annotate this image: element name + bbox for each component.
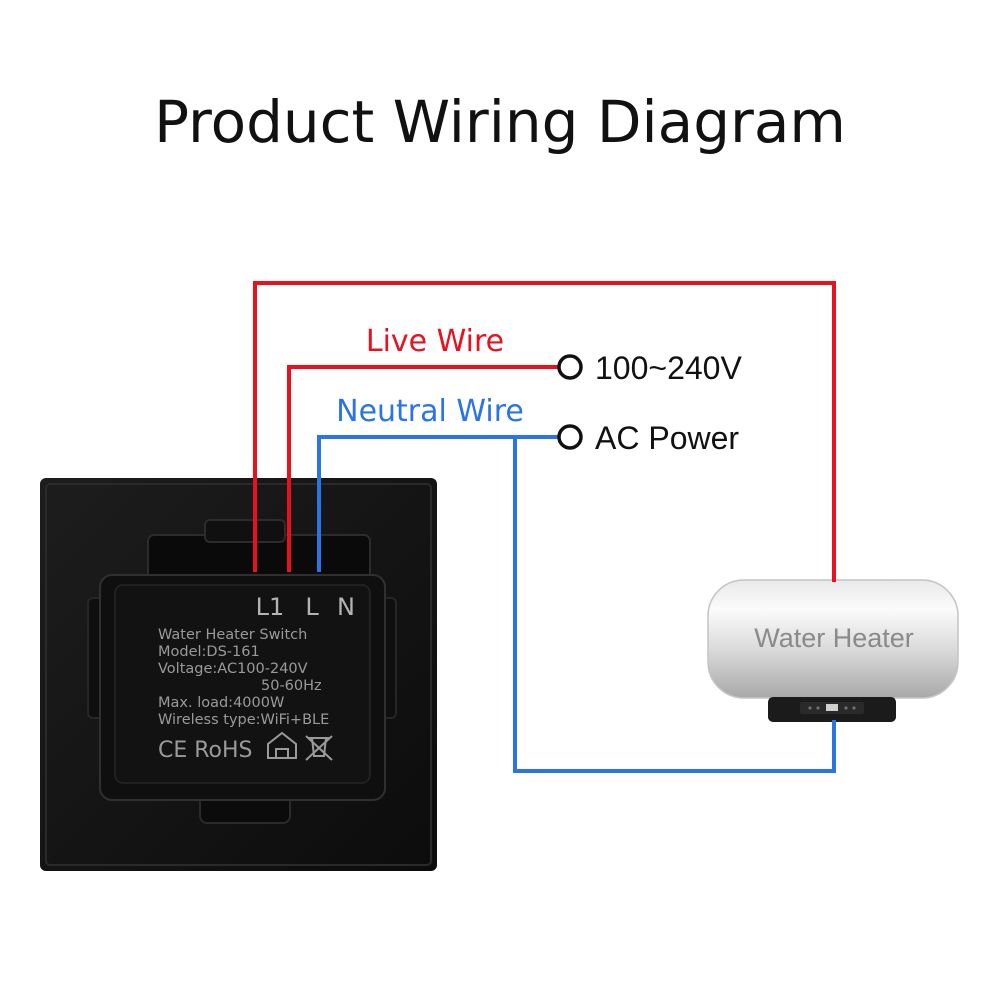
spec-frequency: 50-60Hz [261, 678, 322, 694]
live-wire-loop [253, 281, 836, 582]
neutral-wire [317, 435, 836, 773]
spec-voltage: Voltage:AC100-240V [158, 661, 308, 677]
power-voltage-label: 100~240V [595, 350, 742, 386]
spec-wireless: Wireless type:WiFi+BLE [158, 712, 329, 728]
water-heater: Water Heater [707, 579, 959, 722]
terminal-label-l1: L1 [256, 593, 285, 621]
live-wire-supply [287, 365, 558, 572]
smart-switch-device: L1 L N Water Heater Switch Model:DS-161 … [40, 478, 437, 871]
terminal-label-l: L [305, 593, 319, 621]
spec-max-load: Max. load:4000W [158, 695, 284, 711]
water-heater-label: Water Heater [754, 623, 914, 653]
terminal-label-n: N [337, 593, 355, 621]
power-terminal-neutral [557, 424, 583, 450]
certification-marks: CE RoHS [158, 738, 253, 763]
page-title: Product Wiring Diagram [154, 88, 846, 156]
spec-product-name: Water Heater Switch [158, 627, 307, 643]
neutral-wire-label: Neutral Wire [336, 394, 524, 429]
weee-bin-icon [305, 735, 333, 761]
power-terminal-live [557, 354, 583, 380]
spec-model: Model:DS-161 [158, 644, 260, 660]
live-wire-label: Live Wire [366, 324, 504, 359]
power-type-label: AC Power [595, 420, 739, 456]
home-icon [267, 731, 297, 759]
